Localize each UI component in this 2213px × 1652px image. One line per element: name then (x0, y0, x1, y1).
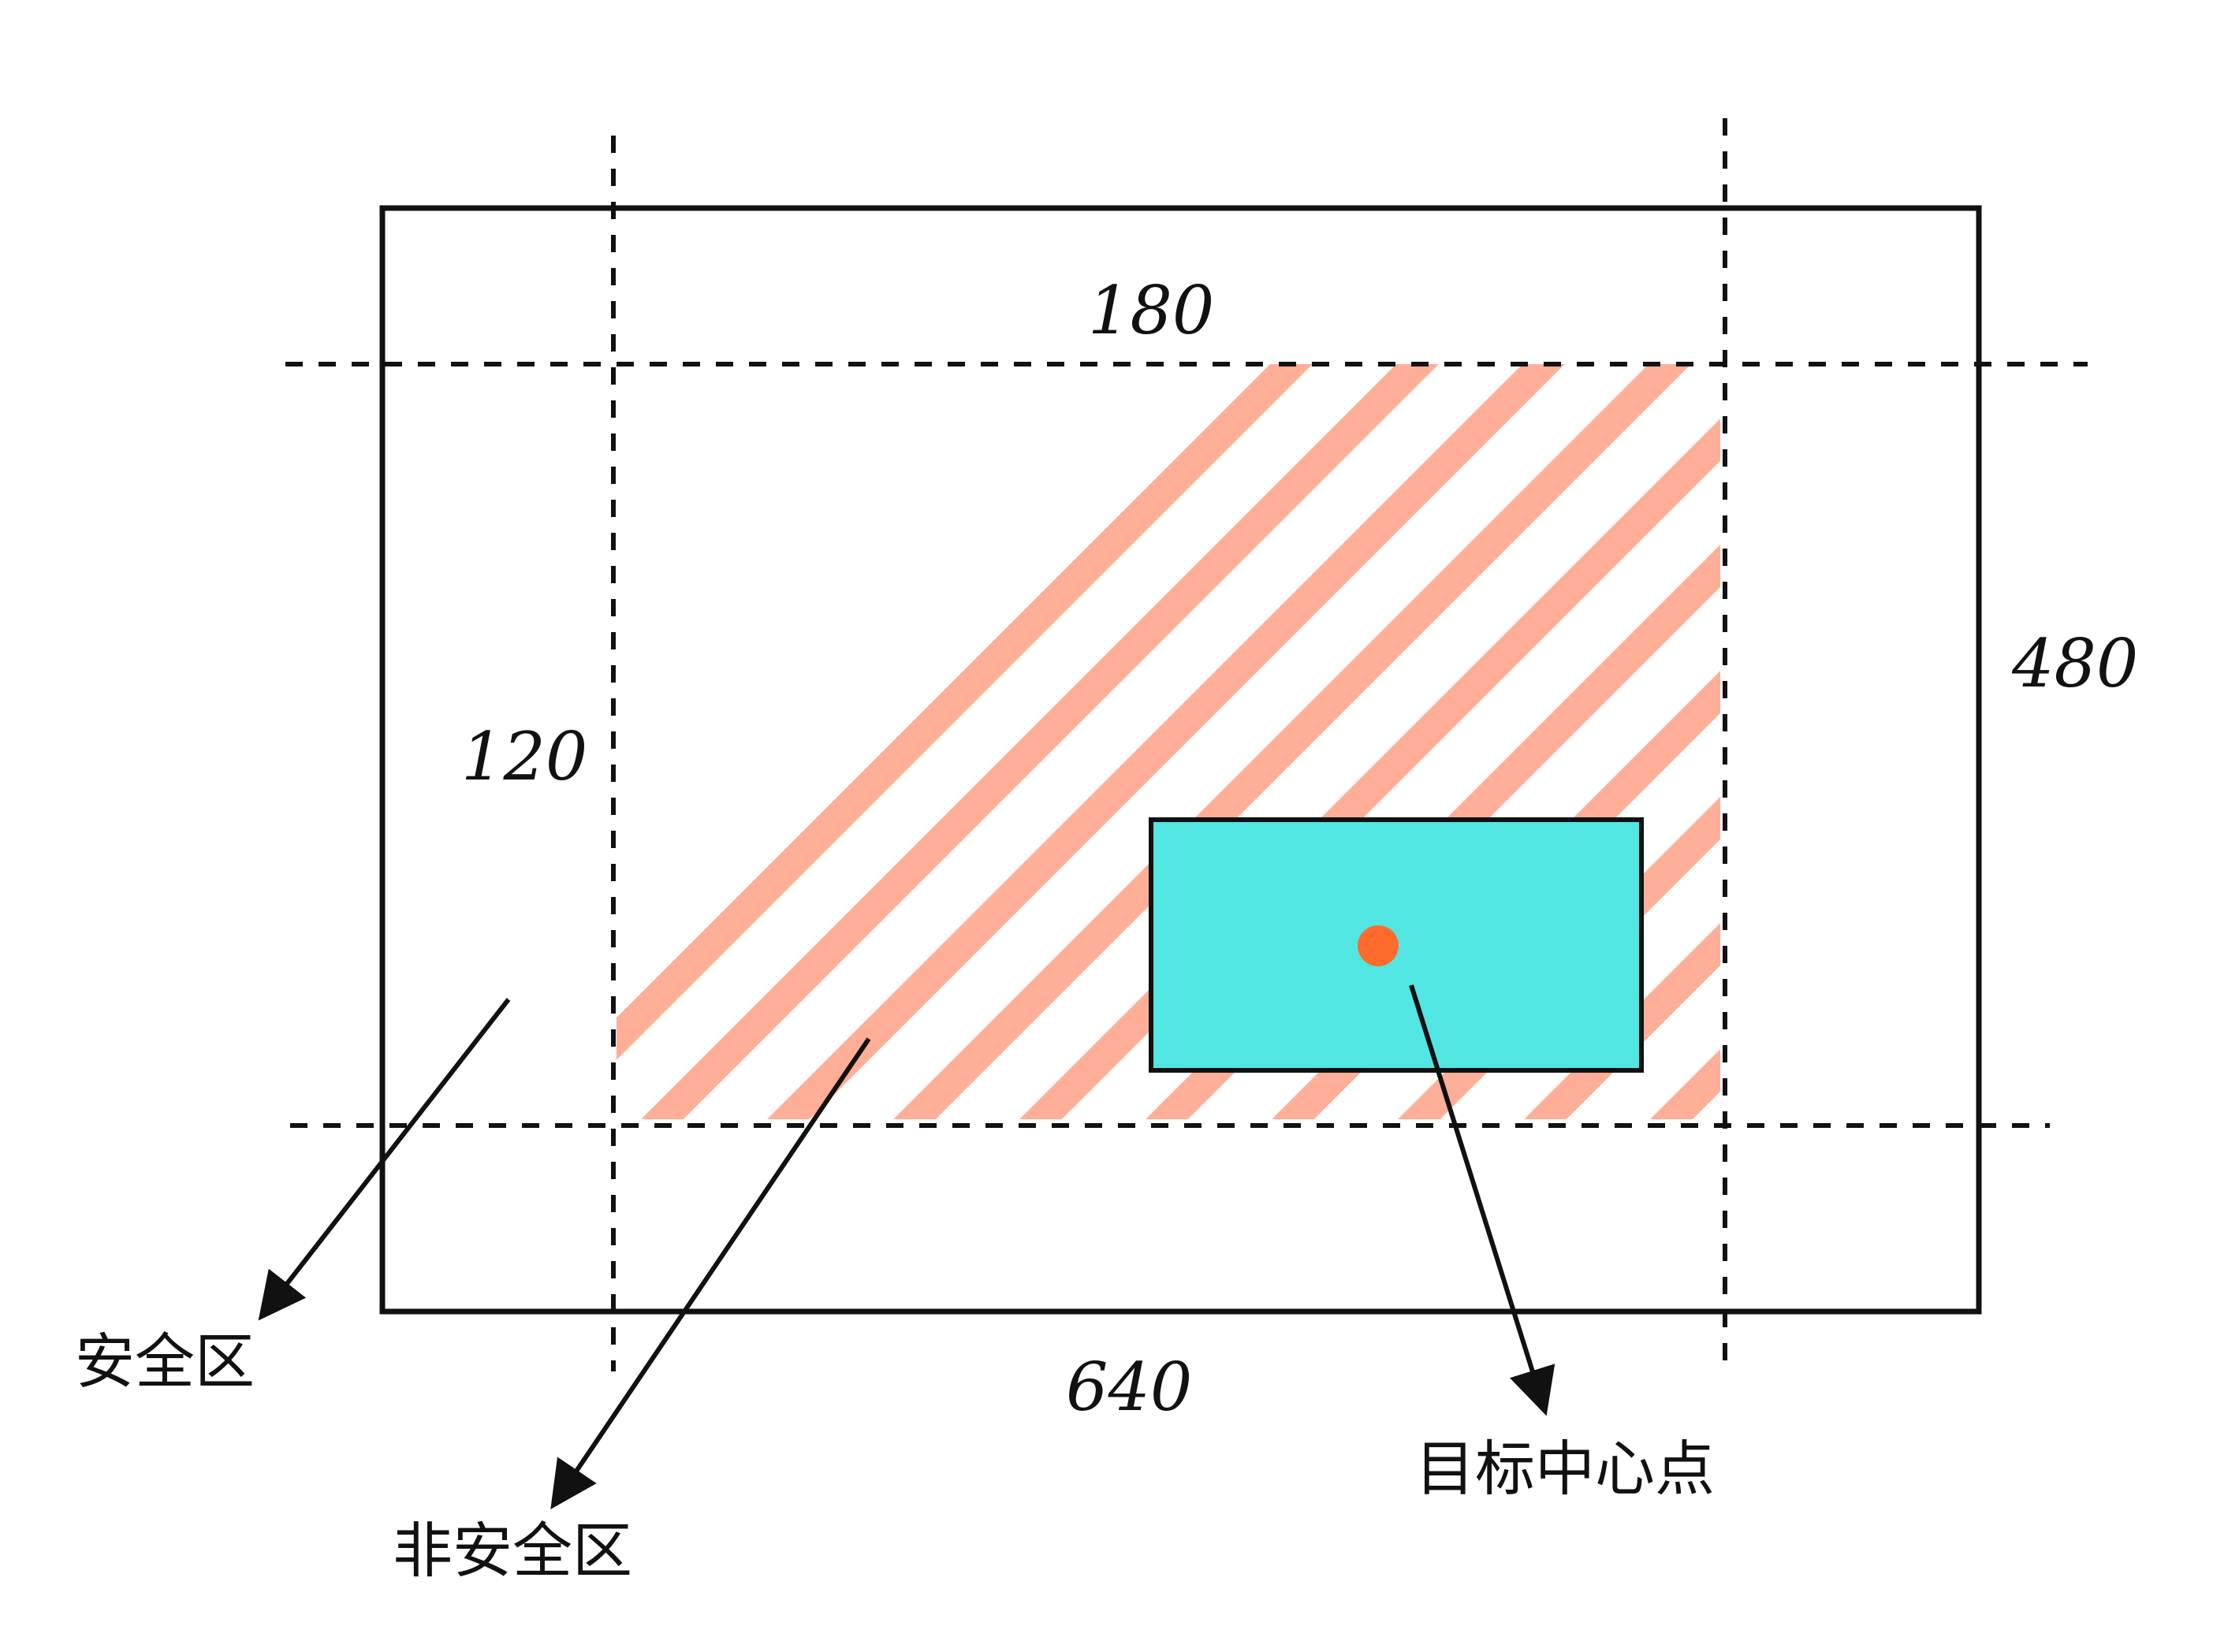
hatch-stripe (617, 364, 1313, 1060)
dimension-label-left: 120 (461, 718, 588, 795)
target-center-label: 目标中心点 (1415, 1434, 1715, 1504)
dimension-label-height: 480 (2012, 625, 2139, 702)
safe-zone-arrow (258, 998, 511, 1321)
hatch-stripe (641, 364, 1439, 1119)
hatch-stripe (1766, 331, 2213, 1151)
hatch-stripe (1892, 331, 2213, 1151)
hatch-stripe (1524, 923, 1720, 1119)
hatch-stripe (1019, 419, 1720, 1119)
hatch-stripe (2144, 331, 2213, 1151)
dimension-label-width: 640 (1066, 1349, 1193, 1426)
hatch-stripe (767, 364, 1565, 1119)
hatch-stripe (2018, 331, 2213, 1151)
unsafe-zone-label: 非安全区 (393, 1516, 632, 1586)
safe-zone-label: 安全区 (75, 1326, 255, 1397)
frame-rectangle (379, 205, 1982, 1315)
target-center-dot (1358, 925, 1399, 966)
hatch-stripe (893, 364, 1691, 1119)
target-center-arrow (1409, 984, 1555, 1416)
unsafe-zone-arrow (550, 1037, 871, 1509)
dimension-label-top: 180 (1088, 272, 1215, 349)
